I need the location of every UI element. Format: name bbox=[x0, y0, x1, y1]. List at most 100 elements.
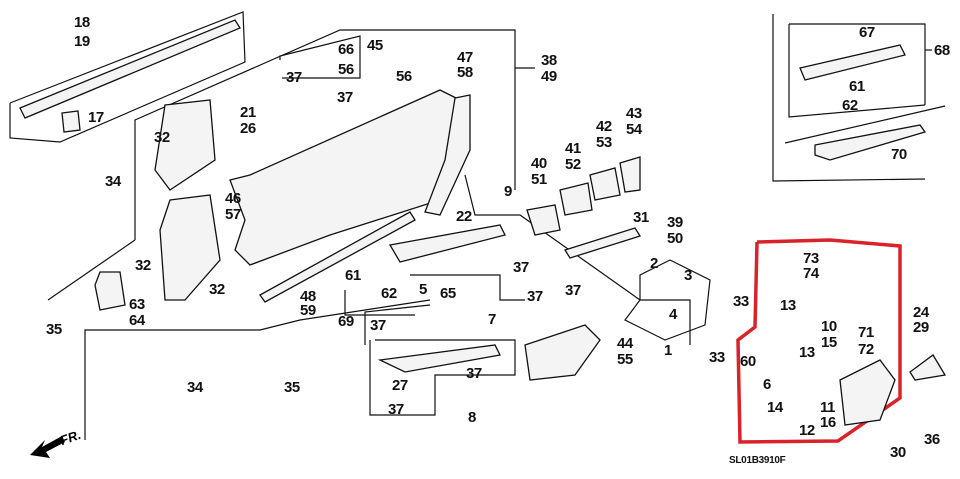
callout-30: 30 bbox=[890, 444, 906, 461]
part-armrest-27 bbox=[377, 344, 501, 373]
callout-15: 15 bbox=[821, 334, 837, 351]
callout-47: 47 bbox=[457, 49, 473, 66]
callout-41: 41 bbox=[565, 140, 581, 157]
part-speaker-44 bbox=[524, 324, 601, 381]
part-molding-48 bbox=[259, 211, 416, 303]
callout-34: 34 bbox=[105, 173, 121, 190]
callout-37: 37 bbox=[370, 317, 386, 334]
callout-67: 67 bbox=[859, 24, 875, 41]
callout-35: 35 bbox=[284, 379, 300, 396]
callout-55: 55 bbox=[617, 351, 633, 368]
callout-9: 9 bbox=[504, 183, 512, 200]
callout-74: 74 bbox=[803, 265, 819, 282]
callout-37: 37 bbox=[286, 69, 302, 86]
callout-66: 66 bbox=[338, 41, 354, 58]
callout-21: 21 bbox=[240, 104, 256, 121]
callout-27: 27 bbox=[392, 377, 408, 394]
callout-4: 4 bbox=[669, 306, 677, 323]
callout-31: 31 bbox=[633, 209, 649, 226]
callout-42: 42 bbox=[596, 118, 612, 135]
callout-1: 1 bbox=[664, 342, 672, 359]
callout-37: 37 bbox=[388, 401, 404, 418]
part-boot-24 bbox=[909, 354, 947, 381]
callout-16: 16 bbox=[820, 414, 836, 431]
callout-53: 53 bbox=[596, 134, 612, 151]
callout-54: 54 bbox=[626, 121, 642, 138]
callout-49: 49 bbox=[541, 68, 557, 85]
callout-2: 2 bbox=[650, 255, 658, 272]
callout-35: 35 bbox=[46, 321, 62, 338]
part-switch-panel-67 bbox=[799, 44, 906, 81]
callout-34: 34 bbox=[187, 379, 203, 396]
callout-61: 61 bbox=[345, 267, 361, 284]
callout-65: 65 bbox=[440, 285, 456, 302]
callout-3: 3 bbox=[684, 267, 692, 284]
callout-32: 32 bbox=[209, 281, 225, 298]
callout-69: 69 bbox=[338, 313, 354, 330]
callout-73: 73 bbox=[803, 250, 819, 267]
part-handle-71 bbox=[839, 359, 896, 426]
part-strip-39 bbox=[564, 227, 641, 259]
group-box-lines bbox=[9, 11, 946, 440]
part-trim-42 bbox=[589, 167, 621, 201]
callout-45: 45 bbox=[367, 37, 383, 54]
part-switch-panel-70 bbox=[814, 124, 927, 161]
callout-37: 37 bbox=[466, 365, 482, 382]
callout-24: 24 bbox=[913, 304, 929, 321]
callout-58: 58 bbox=[457, 64, 473, 81]
part-trim-43 bbox=[619, 156, 641, 193]
callout-33: 33 bbox=[709, 349, 725, 366]
callout-29: 29 bbox=[913, 319, 929, 336]
part-trim-41 bbox=[559, 182, 593, 216]
part-speaker-cover-32 bbox=[154, 99, 216, 191]
callout-70: 70 bbox=[891, 146, 907, 163]
diagram-code: SL01B3910F bbox=[729, 455, 786, 466]
part-shapes bbox=[19, 19, 947, 426]
callout-40: 40 bbox=[531, 155, 547, 172]
callout-13: 13 bbox=[780, 297, 796, 314]
callout-61: 61 bbox=[849, 78, 865, 95]
callout-37: 37 bbox=[513, 259, 529, 276]
callout-37: 37 bbox=[337, 89, 353, 106]
callout-46: 46 bbox=[225, 190, 241, 207]
callout-52: 52 bbox=[565, 156, 581, 173]
callout-5: 5 bbox=[419, 281, 427, 298]
callout-18: 18 bbox=[74, 14, 90, 31]
callout-32: 32 bbox=[135, 257, 151, 274]
callout-72: 72 bbox=[858, 341, 874, 358]
highlight-outline bbox=[736, 238, 902, 444]
callout-13: 13 bbox=[799, 344, 815, 361]
callout-10: 10 bbox=[821, 318, 837, 335]
part-grip-47 bbox=[424, 94, 471, 216]
callout-19: 19 bbox=[74, 33, 90, 50]
front-direction-arrow-icon bbox=[30, 436, 65, 458]
part-speaker-cover-46 bbox=[159, 194, 221, 301]
callout-48: 48 bbox=[300, 288, 316, 305]
callout-36: 36 bbox=[924, 431, 940, 448]
callout-33: 33 bbox=[733, 293, 749, 310]
callout-17: 17 bbox=[88, 109, 104, 126]
callout-39: 39 bbox=[667, 214, 683, 231]
callout-59: 59 bbox=[300, 302, 316, 319]
callout-63: 63 bbox=[129, 296, 145, 313]
callout-6: 6 bbox=[763, 376, 771, 393]
callout-64: 64 bbox=[129, 312, 145, 329]
callout-14: 14 bbox=[767, 399, 783, 416]
callout-62: 62 bbox=[381, 285, 397, 302]
callout-32: 32 bbox=[154, 129, 170, 146]
part-armrest-22 bbox=[388, 224, 506, 263]
callout-37: 37 bbox=[565, 282, 581, 299]
callout-38: 38 bbox=[541, 52, 557, 69]
callout-44: 44 bbox=[617, 335, 633, 352]
part-window-molding bbox=[19, 19, 241, 119]
callout-12: 12 bbox=[799, 422, 815, 439]
callout-51: 51 bbox=[531, 171, 547, 188]
part-trim-63 bbox=[94, 271, 126, 311]
callout-26: 26 bbox=[240, 120, 256, 137]
part-trim-40 bbox=[526, 204, 561, 236]
callout-57: 57 bbox=[225, 206, 241, 223]
callout-68: 68 bbox=[934, 42, 950, 59]
callout-37: 37 bbox=[527, 288, 543, 305]
callout-8: 8 bbox=[468, 409, 476, 426]
